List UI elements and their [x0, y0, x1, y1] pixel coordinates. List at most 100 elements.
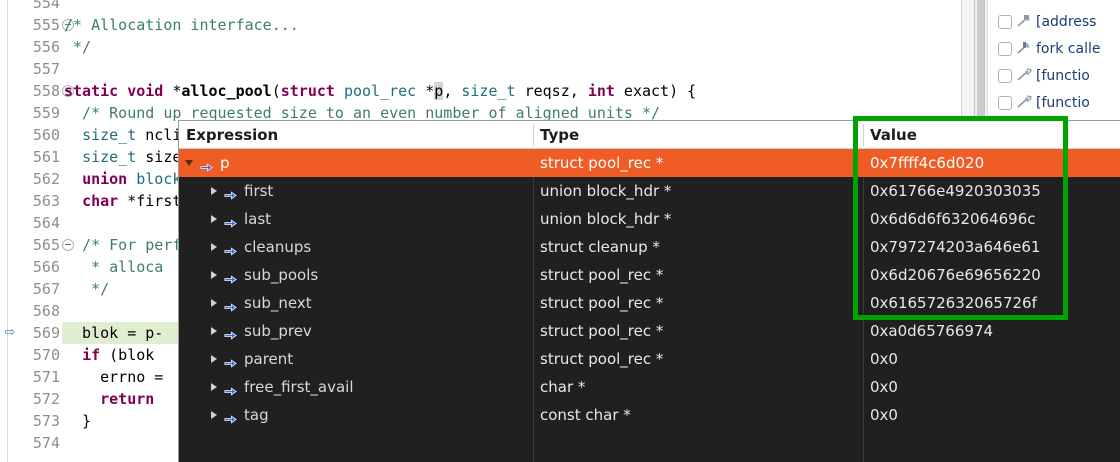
expression-cell[interactable]: sub_prev — [179, 317, 312, 345]
column-header-type[interactable]: Type — [540, 126, 580, 144]
line-number: 570 — [32, 346, 60, 364]
code-line[interactable]: 555/* Allocation interface... — [0, 14, 1120, 36]
variable-inspect-popup[interactable]: Expression Type Value p struct pool_rec *… — [178, 120, 1120, 462]
expression-cell[interactable]: cleanups — [179, 233, 311, 261]
type-cell: const char * — [540, 406, 631, 424]
code-text[interactable]: return — [62, 388, 1120, 410]
chevron-right-icon[interactable] — [211, 383, 217, 391]
chevron-right-icon[interactable] — [211, 411, 217, 419]
fold-collapse-icon[interactable] — [62, 19, 74, 31]
header-separator-1[interactable] — [533, 124, 534, 146]
panel-scrollbar[interactable] — [974, 0, 985, 122]
code-line[interactable]: 573 } — [0, 410, 1120, 432]
breakpoint-checkbox[interactable] — [998, 14, 1012, 29]
chevron-right-icon[interactable] — [211, 215, 217, 223]
code-line[interactable]: 564 — [0, 212, 1120, 234]
pointer-variable-icon — [223, 408, 238, 424]
chevron-right-icon[interactable] — [211, 355, 217, 363]
expression-cell[interactable]: tag — [179, 401, 269, 429]
pointer-variable-icon — [223, 268, 238, 284]
breakpoint-checkbox[interactable] — [998, 95, 1012, 110]
code-text[interactable]: * alloca — [62, 256, 1120, 278]
expression-cell[interactable]: first — [179, 177, 273, 205]
chevron-right-icon[interactable] — [211, 271, 217, 279]
code-line[interactable]: 566 * alloca — [0, 256, 1120, 278]
column-header-expression[interactable]: Expression — [186, 126, 279, 144]
breakpoint-row[interactable]: fork calle — [988, 35, 1120, 62]
breakpoint-checkbox[interactable] — [998, 68, 1012, 83]
expression-cell[interactable]: sub_next — [179, 289, 312, 317]
scrollbar-thumb[interactable] — [977, 0, 984, 122]
breakpoint-label: [functio — [1036, 94, 1090, 111]
code-token: , — [443, 82, 462, 100]
expression-label: first — [244, 182, 274, 200]
chevron-right-icon[interactable] — [211, 187, 217, 195]
code-text[interactable]: /* For perf — [62, 234, 1120, 256]
pointer-variable-icon — [223, 324, 238, 340]
header-separator-2[interactable] — [863, 124, 864, 146]
breakpoint-checkbox[interactable] — [998, 41, 1012, 56]
code-line[interactable]: 556 */ — [0, 36, 1120, 58]
code-line[interactable]: 574 — [0, 432, 1120, 454]
pointer-variable-icon — [223, 380, 238, 396]
code-text[interactable]: */ — [62, 278, 1120, 300]
code-line[interactable]: 557 — [0, 58, 1120, 80]
type-cell: struct pool_rec * — [540, 154, 664, 172]
code-line[interactable]: 568 — [0, 300, 1120, 322]
column-header-value[interactable]: Value — [870, 126, 917, 144]
code-token — [64, 192, 82, 210]
code-text[interactable]: } — [62, 410, 1120, 432]
breakpoint-function-icon — [1015, 67, 1033, 84]
code-line[interactable]: 554 — [0, 0, 1120, 14]
chevron-right-icon[interactable] — [211, 299, 217, 307]
breakpoint-row[interactable]: [functio — [988, 89, 1120, 116]
code-text[interactable]: /* Allocation interface... — [62, 14, 1120, 36]
code-line[interactable]: 559 /* Round up requested size to an eve… — [0, 102, 1120, 124]
code-line[interactable]: 572 return — [0, 388, 1120, 410]
code-line[interactable]: 567 */ — [0, 278, 1120, 300]
chevron-down-icon[interactable] — [185, 160, 193, 166]
expression-label: sub_pools — [244, 266, 319, 284]
code-text[interactable]: */ — [62, 36, 1120, 58]
expression-cell[interactable]: parent — [179, 345, 293, 373]
code-token — [64, 170, 82, 188]
chevron-right-icon[interactable] — [211, 243, 217, 251]
code-token: } — [64, 412, 92, 430]
fold-collapse-icon[interactable] — [62, 239, 74, 251]
expression-cell[interactable]: p — [179, 149, 230, 177]
expression-label: parent — [244, 350, 294, 368]
chevron-right-icon[interactable] — [211, 327, 217, 335]
code-token: /* Round up requested size to an even nu… — [64, 104, 661, 122]
code-text[interactable]: errno = — [62, 366, 1120, 388]
code-line[interactable]: 570 if (blok — [0, 344, 1120, 366]
breakpoint-row[interactable]: [functio — [988, 62, 1120, 89]
breakpoint-row[interactable]: [address — [988, 8, 1120, 35]
code-token: struct — [280, 82, 335, 100]
code-line[interactable]: 565 /* For perf — [0, 234, 1120, 256]
expression-cell[interactable]: last — [179, 205, 271, 233]
expression-cell[interactable]: free_first_avail — [179, 373, 353, 401]
code-text[interactable]: if (blok — [62, 344, 1120, 366]
code-text[interactable]: /* Round up requested size to an even nu… — [62, 102, 1120, 124]
type-cell: struct pool_rec * — [540, 266, 664, 284]
line-number: 555 — [32, 16, 60, 34]
code-token — [64, 126, 82, 144]
expression-cell[interactable]: sub_pools — [179, 261, 318, 289]
fold-collapse-icon[interactable] — [62, 85, 74, 97]
code-line[interactable]: 571 errno = — [0, 366, 1120, 388]
code-token: blok = p- — [64, 324, 164, 342]
line-number: 563 — [32, 192, 60, 210]
code-text[interactable]: static void *alloc_pool(struct pool_rec … — [62, 80, 1120, 102]
